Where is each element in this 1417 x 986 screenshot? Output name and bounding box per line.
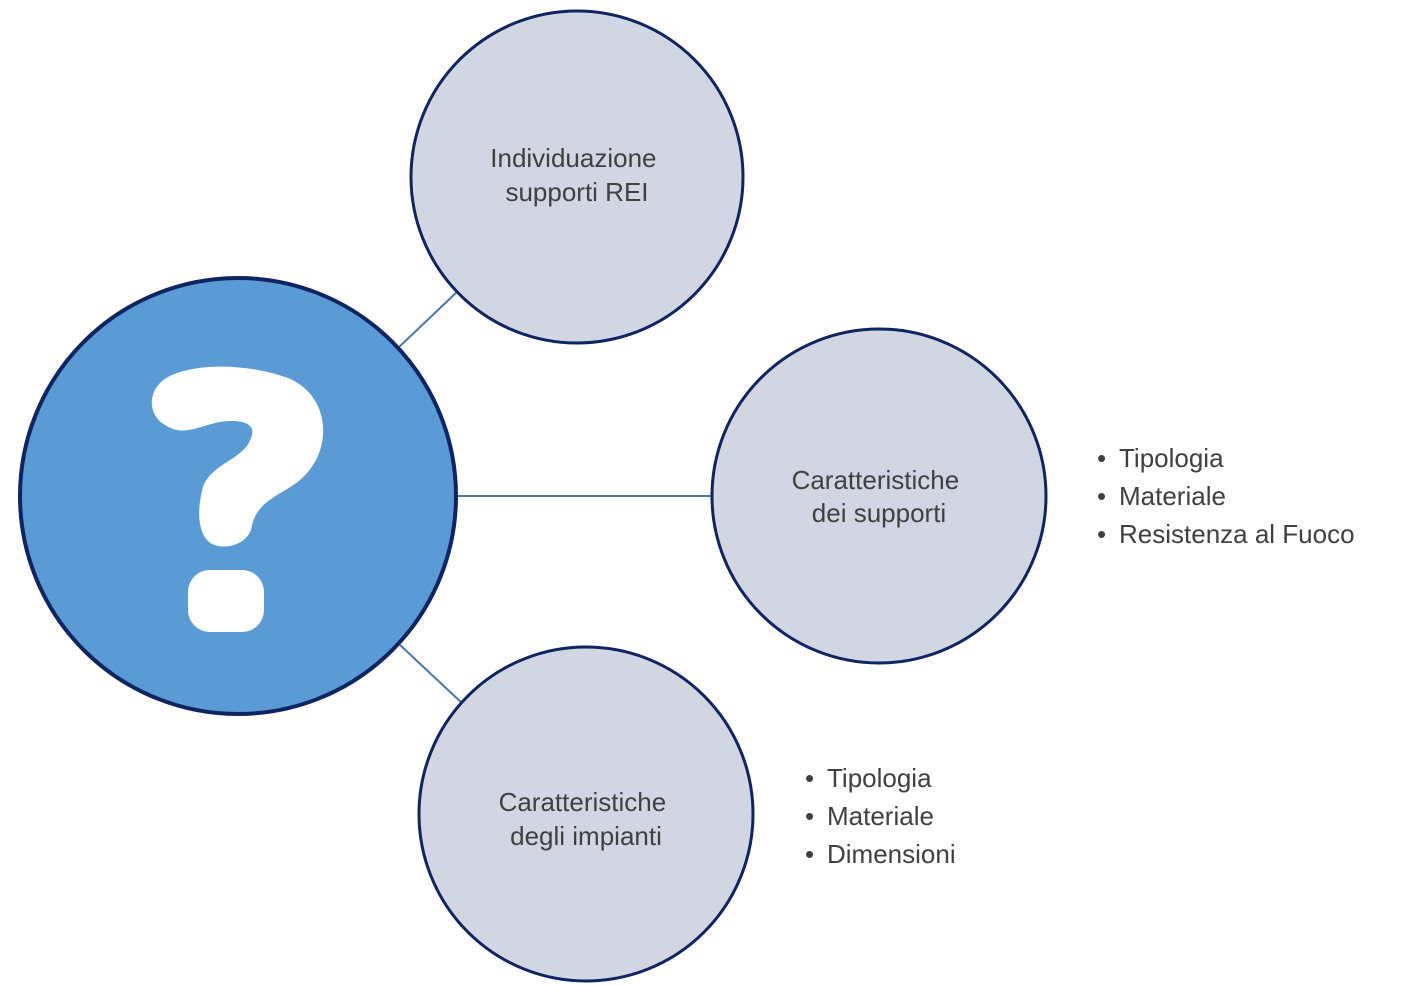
node-impianti-line-1: Caratteristiche xyxy=(499,787,667,817)
node-individuazione: Individuazione supporti REI xyxy=(409,9,745,345)
list-item: Materiale xyxy=(1097,477,1355,515)
node-impianti: Caratteristiche degli impianti xyxy=(417,645,755,983)
question-mark-icon xyxy=(151,366,324,632)
node-individuazione-line-2: supporti REI xyxy=(505,177,648,207)
bullet-list-impianti: Tipologia Materiale Dimensioni xyxy=(805,759,956,873)
node-supporti: Caratteristiche dei supporti xyxy=(710,327,1048,665)
node-impianti-line-2: degli impianti xyxy=(510,821,662,851)
list-item: Tipologia xyxy=(1097,439,1355,477)
node-individuazione-line-1: Individuazione xyxy=(490,143,656,173)
list-item: Materiale xyxy=(805,797,956,835)
node-individuazione-label: Individuazione supporti REI xyxy=(490,143,663,207)
list-item: Dimensioni xyxy=(805,835,956,873)
node-supporti-line-2: dei supporti xyxy=(812,498,946,528)
center-node xyxy=(18,276,458,716)
list-item: Tipologia xyxy=(805,759,956,797)
bullet-list-supporti: Tipologia Materiale Resistenza al Fuoco xyxy=(1097,439,1355,553)
connector-impianti xyxy=(399,644,464,705)
list-item: Resistenza al Fuoco xyxy=(1097,515,1355,553)
node-supporti-line-1: Caratteristiche xyxy=(792,465,960,495)
connector-individuazione xyxy=(397,290,459,349)
node-impianti-label: Caratteristiche degli impianti xyxy=(499,787,674,851)
node-supporti-label: Caratteristiche dei supporti xyxy=(792,465,967,528)
